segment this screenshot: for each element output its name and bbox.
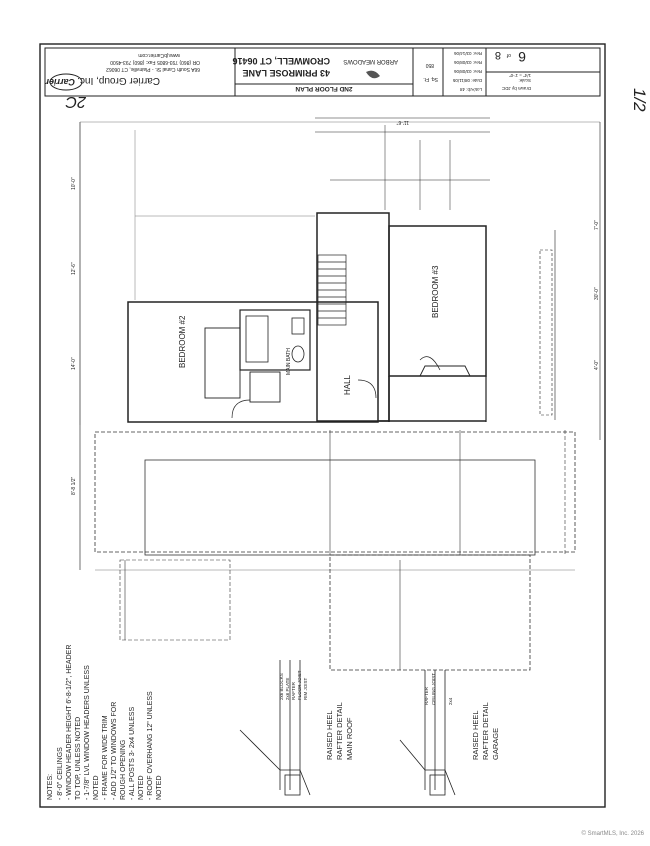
handwritten-mark-left: 2C <box>65 93 87 110</box>
door-swing-icon <box>231 399 251 419</box>
revision-2: Rev: 03/08/06 <box>453 60 482 65</box>
scale-value: 1/4" = 1'-0" <box>509 73 531 78</box>
detail-label: RAFTER <box>424 686 429 705</box>
dimension-label: 30'-0" <box>594 287 600 300</box>
closet-bedroom-2 <box>204 327 241 399</box>
company-phone: OR (860) 793-6805 Fax: (860) 793-4500 <box>110 59 200 65</box>
revision-1: Rev: 03/08/06 <box>453 69 482 74</box>
bedroom-3-walls <box>388 225 487 377</box>
dimension-label: 8'-8 1/2" <box>71 476 77 495</box>
detail-label: 2x6 PLATE <box>285 678 290 700</box>
staircase-icon <box>317 254 347 326</box>
rafter-detail-main-roof <box>239 660 311 796</box>
detail-title-main-line2: RAFTER DETAIL <box>335 702 344 760</box>
notes-title: NOTES: <box>47 774 54 800</box>
community-logo: ARBOR MEADOWS <box>343 58 398 64</box>
room-label-bedroom-3: BEDROOM #3 <box>431 265 440 318</box>
drawn-by: Drawn by JDC <box>501 86 531 91</box>
revision-3: Rev: 03/14/06 <box>453 51 482 56</box>
detail-title-main-line3: MAIN ROOF <box>345 717 354 760</box>
dimension-label: 14'-0" <box>71 357 77 370</box>
dimension-label: 11'-6" <box>396 119 409 125</box>
lower-roof-outline <box>79 425 576 671</box>
note-line: - WINDOW HEADER HEIGHT 6'-8-1/2", HEADER <box>66 645 73 800</box>
dimension-label: 12'-6" <box>71 262 77 275</box>
sheet-of: of <box>506 52 511 58</box>
note-line: ROUGH OPENING <box>120 740 127 800</box>
notes-block: NOTES: - 8'-0" CEILINGS - WINDOW HEADER … <box>47 645 163 800</box>
note-line: NOTED <box>138 776 145 801</box>
rafter-detail-garage <box>399 670 456 796</box>
note-line: NOTED <box>93 776 100 801</box>
note-line: - ADD 1/2" TO WINDOWS FOR <box>111 702 118 800</box>
company-website: www.jbCarrier.com <box>138 52 180 58</box>
note-line: NOTED <box>156 776 163 801</box>
sq-ft-value: 850 <box>425 62 434 68</box>
detail-label: CEILING JOIST <box>431 673 436 705</box>
sheet-number: 6 <box>518 49 526 65</box>
detail-title-garage-line1: RAISED HEEL <box>471 710 480 760</box>
dimension-label: 7'-0" <box>594 220 600 230</box>
detail-label: FLOOR JOIST <box>297 670 302 700</box>
linen-closet <box>249 371 281 403</box>
bedroom-2-walls <box>127 301 379 423</box>
project-address-line2: CROMWELL, CT 06416 <box>232 56 330 66</box>
sink-icon <box>291 345 305 363</box>
door-swing-icon <box>419 356 441 371</box>
room-label-hall: HALL <box>343 374 352 395</box>
note-line: TO TOP, UNLESS NOTED <box>75 717 82 800</box>
detail-title-garage-line2: RAFTER DETAIL <box>481 702 490 760</box>
room-label-main-bath: MAIN BATH <box>286 348 292 375</box>
copyright-footer: © SmartMLS, Inc. 2026 <box>581 831 644 837</box>
lot-label: Lot/Arb: 48 <box>459 87 482 92</box>
dimension-label: 4'-0" <box>594 360 600 370</box>
note-line: - FRAME FOR WIDE TRIM <box>102 715 109 800</box>
title-block: Carrier Carrier Group, Inc. 66A South Ca… <box>44 47 601 97</box>
sq-ft-label: Sq. Ft. <box>423 76 438 82</box>
note-line: - ALL POSTS 3- 2x4 UNLESS <box>129 707 136 800</box>
room-label-bedroom-2: BEDROOM #2 <box>178 315 187 368</box>
bay-window <box>419 365 471 377</box>
sheet-total: 8 <box>495 49 501 61</box>
detail-label: RIM JOIST <box>303 677 308 700</box>
handwritten-mark-right: 1/2 <box>630 88 649 112</box>
dimension-labels: 10'-0" 12'-6" 14'-0" 8'-8 1/2" 11'-6" 30… <box>71 119 600 495</box>
detail-label: 2x6 BLOCKS <box>279 673 284 700</box>
note-line: - ROOF OVERHANG 12" UNLESS <box>147 691 154 800</box>
company-name: Carrier Group, Inc. <box>77 75 160 86</box>
detail-title-main-line1: RAISED HEEL <box>325 710 334 760</box>
dimension-label: 10'-0" <box>71 177 77 190</box>
project-address-line1: 43 PRIMROSE LANE <box>242 68 330 78</box>
sheet-border <box>39 43 606 808</box>
scale-label: Scale: <box>518 78 531 83</box>
door-swing-icon <box>357 379 377 399</box>
svg-text:Carrier: Carrier <box>45 77 75 87</box>
leaf-logo-icon <box>366 70 380 79</box>
company-address: 66A South Canal St. - Plainville, CT 060… <box>106 66 200 72</box>
note-line: - 1-7/8" LVL WINDOW HEADERS UNLESS <box>84 665 91 800</box>
date-label: Date: 08/11/05 <box>452 78 482 83</box>
toilet-icon <box>291 317 305 335</box>
note-line: - 8'-0" CEILINGS <box>57 747 64 800</box>
sheet-title: 2ND FLOOR PLAN <box>295 85 352 92</box>
bathtub-icon <box>245 315 269 363</box>
carrier-logo-icon: Carrier <box>45 73 83 91</box>
upper-floor-plan <box>79 117 601 440</box>
bath-walls <box>239 309 311 371</box>
detail-title-garage-line3: GARAGE <box>491 728 500 760</box>
detail-label: RAFTER <box>291 681 296 700</box>
detail-label: 2x4 <box>448 697 453 705</box>
